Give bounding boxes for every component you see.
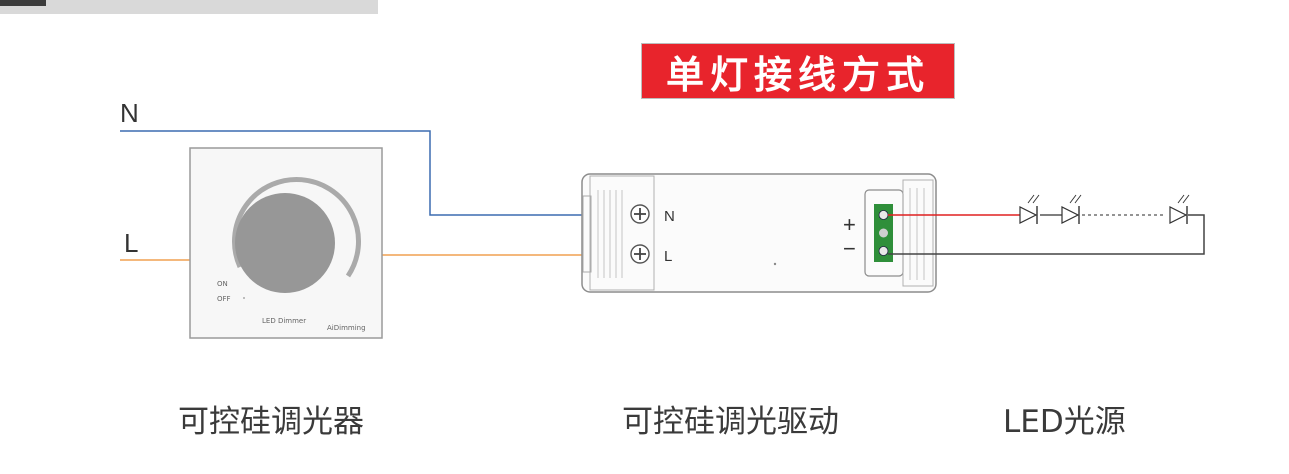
top-header-bar [0,0,378,14]
dimmer-caption: 可控硅调光器 [178,404,364,440]
led-diode-3 [1169,194,1190,224]
neutral-label: N [120,98,139,128]
led-diode-2 [1061,194,1082,224]
driver-l-label: L [664,248,672,265]
brand-label: AiDimming [327,324,366,332]
header-accent [0,0,46,6]
title-text: 单灯接线方式 [665,52,930,97]
dimming-driver: N L + − [581,173,937,293]
screw-terminal-l [630,244,650,264]
off-label: OFF [217,295,231,303]
screw-terminal-n [630,204,650,224]
on-label: ON [217,280,228,288]
driver-left-clip [582,195,592,273]
led-caption: LED光源 [1003,404,1126,440]
minus-label: − [843,236,856,261]
model-label: LED Dimmer [262,317,306,325]
neutral-wire [120,130,632,216]
led-diode-1 [1019,194,1040,224]
negative-wire [888,214,1205,255]
dimmer-arc [232,176,361,278]
driver-left-cap [589,175,655,291]
off-indicator-dot [243,297,245,299]
live-label: L [124,228,138,258]
dimmer-panel: ON OFF LED Dimmer AiDimming [189,147,383,339]
title-banner: 单灯接线方式 [641,43,955,99]
driver-body [581,173,937,293]
driver-caption: 可控硅调光驱动 [622,404,839,440]
driver-right-cap [902,179,934,287]
dimmer-knob[interactable] [235,193,335,293]
driver-n-label: N [664,208,675,225]
plus-label: + [843,212,856,237]
